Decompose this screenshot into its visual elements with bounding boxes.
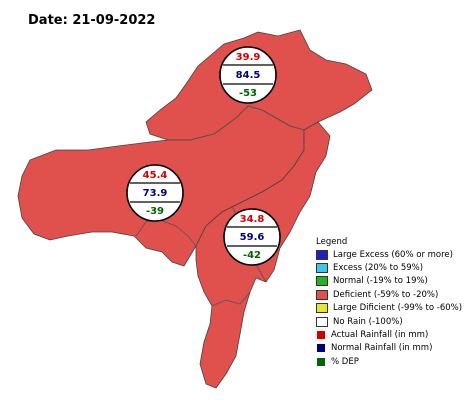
legend-swatch	[316, 303, 328, 314]
legend-marker	[317, 344, 325, 353]
legend-label: Large Dificient (-99% to -60%)	[333, 303, 463, 314]
rainfall-circle-southeast[interactable]: 34.8 59.6 -42	[223, 208, 281, 266]
legend-item: Excess (20% to 59%)	[316, 261, 464, 274]
legend-item: Normal Rainfall (in mm)	[316, 342, 464, 355]
region-boundary	[211, 291, 251, 307]
legend: Legend Large Excess (60% or more) Excess …	[316, 237, 464, 369]
actual-rainfall-value: 39.9	[236, 52, 261, 63]
legend-item: Large Excess (60% or more)	[316, 248, 464, 261]
normal-rainfall-value: 59.6	[240, 232, 265, 243]
legend-label: Large Excess (60% or more)	[333, 249, 453, 260]
legend-label: No Rain (-100%)	[333, 316, 403, 327]
legend-label: Excess (20% to 59%)	[333, 263, 424, 274]
legend-swatch	[316, 263, 328, 274]
legend-item: % DEP	[316, 355, 464, 368]
actual-rainfall-value: 34.8	[240, 214, 265, 225]
normal-rainfall-value: 84.5	[236, 70, 261, 81]
normal-rainfall-value: 73.9	[143, 188, 168, 199]
legend-item: Deficient (-59% to -20%)	[316, 288, 464, 301]
legend-swatch	[316, 276, 328, 287]
legend-label: Normal (-19% to 19%)	[333, 276, 428, 287]
departure-value: -42	[243, 250, 261, 261]
circle-outline	[219, 46, 277, 104]
rainfall-circle-west[interactable]: 45.4 73.9 -39	[126, 164, 184, 222]
legend-item: Normal (-19% to 19%)	[316, 275, 464, 288]
circle-outline	[223, 208, 281, 266]
region-boundary	[189, 105, 305, 141]
region-boundary	[135, 219, 197, 247]
circle-outline	[126, 164, 184, 222]
actual-rainfall-value: 45.4	[143, 170, 168, 181]
legend-marker	[317, 357, 325, 366]
legend-marker	[317, 331, 325, 340]
legend-label: Deficient (-59% to -20%)	[333, 289, 439, 300]
legend-label: Actual Rainfall (in mm)	[331, 330, 429, 341]
legend-item: Actual Rainfall (in mm)	[316, 328, 464, 341]
legend-swatch	[316, 289, 328, 300]
legend-item: Large Dificient (-99% to -60%)	[316, 302, 464, 315]
legend-label: % DEP	[331, 356, 359, 367]
date-label: Date: 21-09-2022	[28, 13, 156, 28]
legend-swatch	[316, 249, 328, 260]
departure-value: -53	[239, 88, 257, 99]
legend-title: Legend	[316, 237, 348, 247]
legend-label: Normal Rainfall (in mm)	[331, 343, 433, 354]
legend-item: No Rain (-100%)	[316, 315, 464, 328]
legend-swatch	[316, 316, 328, 327]
departure-value: -39	[146, 206, 164, 217]
rainfall-circle-north[interactable]: 39.9 84.5 -53	[219, 46, 277, 104]
